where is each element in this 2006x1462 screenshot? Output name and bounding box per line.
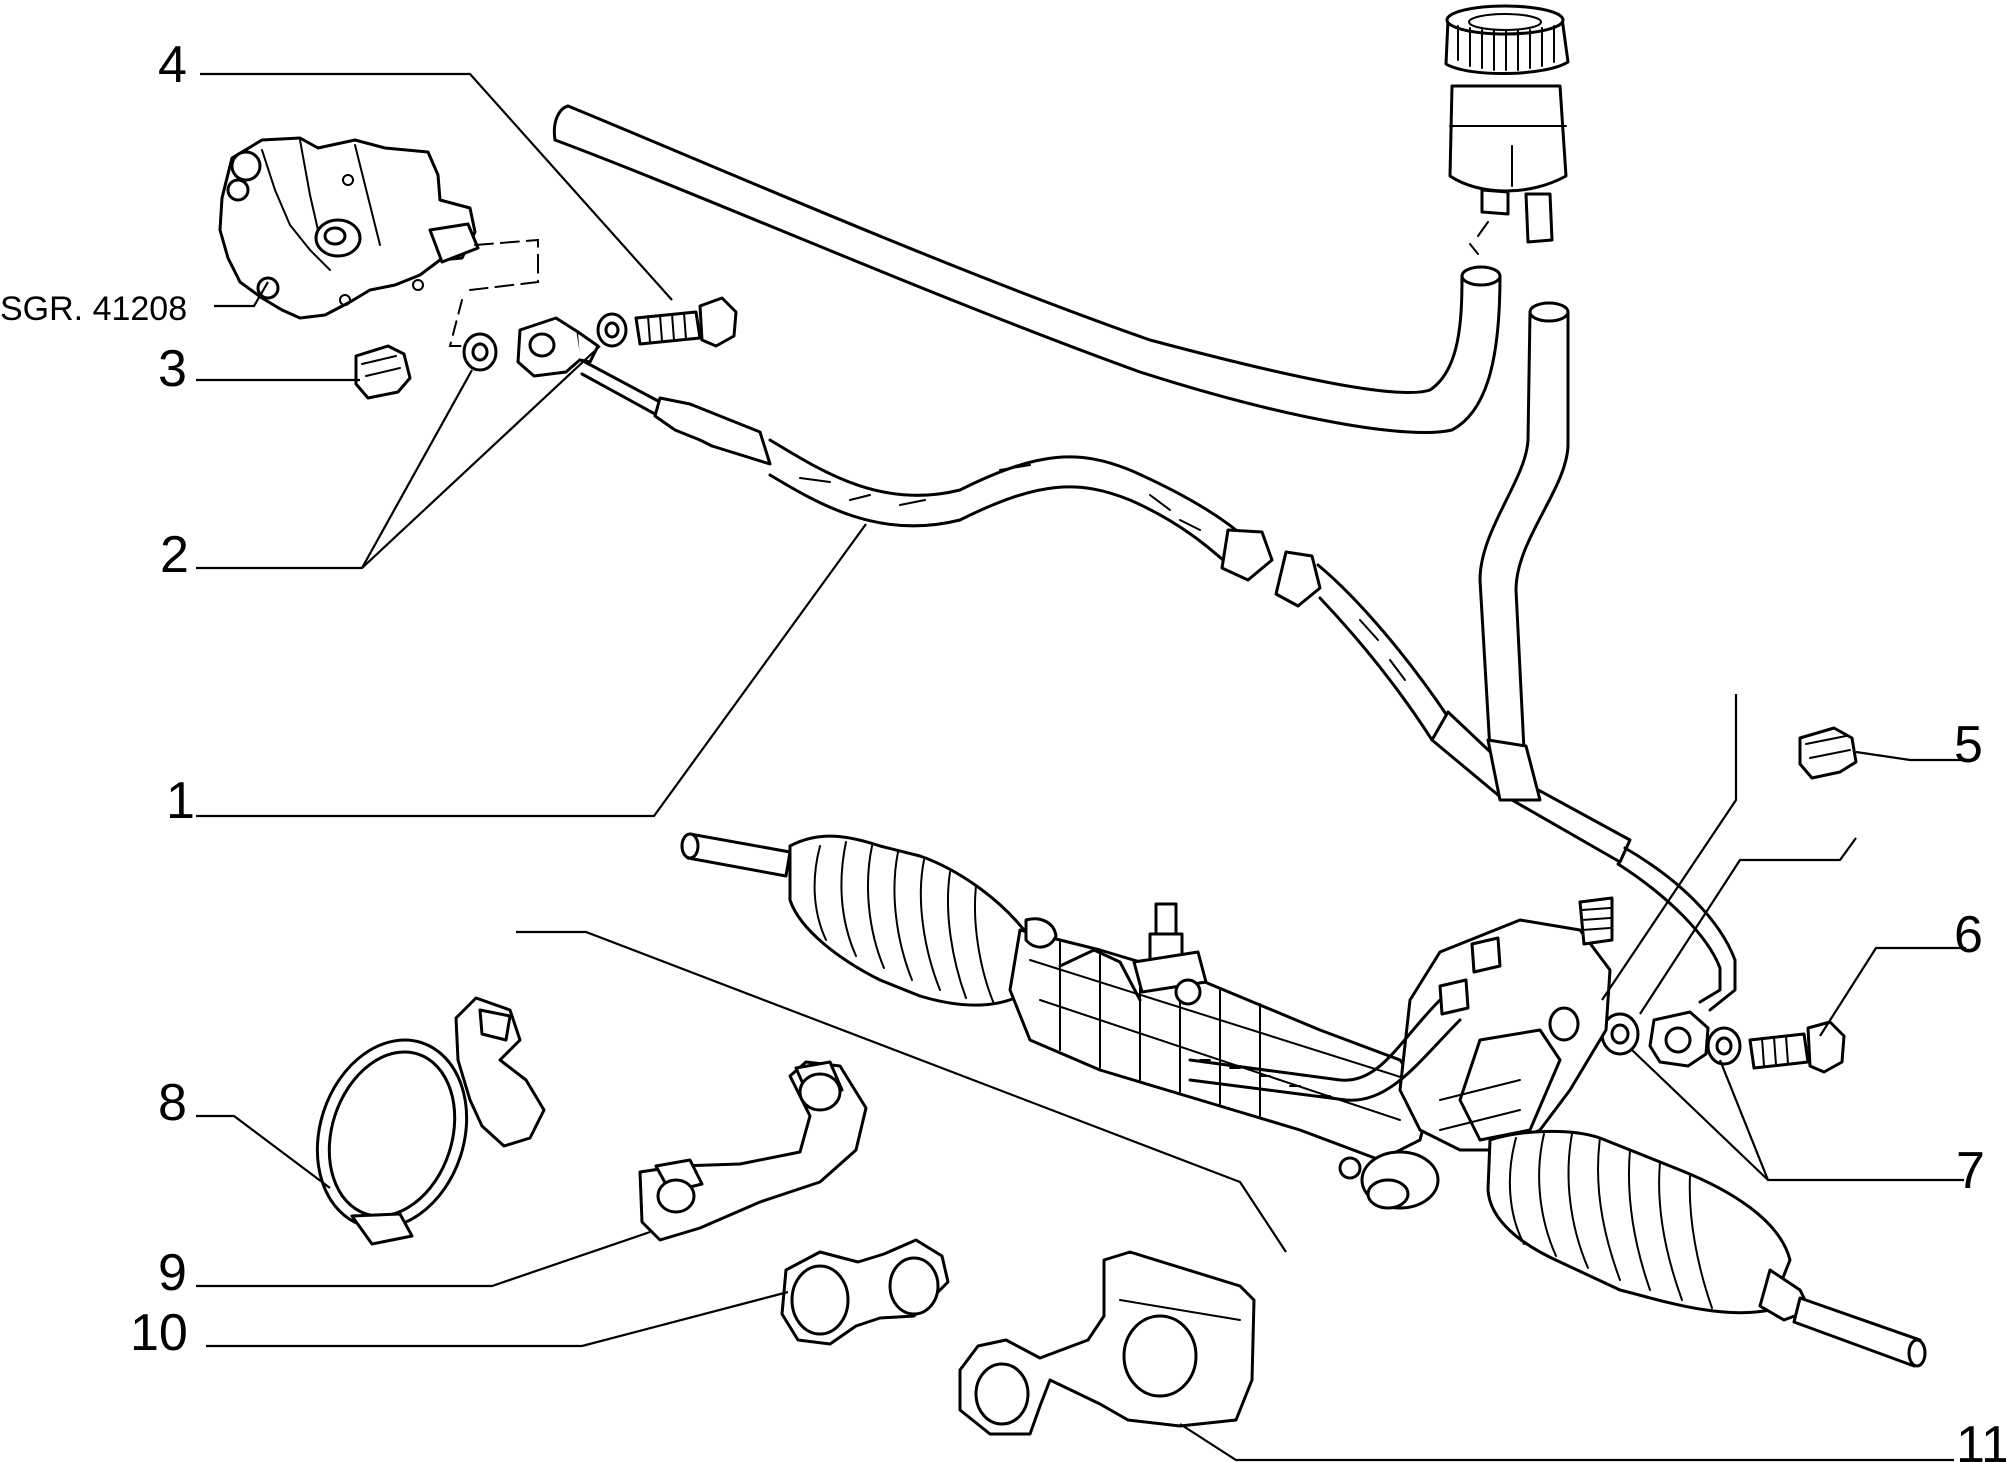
callout-3: 3 [158, 340, 187, 398]
double-clamp-10 [780, 1238, 950, 1346]
power-steering-pump [218, 136, 539, 347]
fluid-reservoir [1444, 4, 1570, 255]
callout-7: 7 [1956, 1142, 1985, 1200]
hose-clip-3 [354, 344, 412, 400]
callout-10: 10 [130, 1304, 188, 1362]
hose-clip-5 [1798, 726, 1858, 780]
pump-fittings [462, 296, 738, 378]
leader-lines [196, 72, 1966, 1462]
suction-hose [1478, 301, 1570, 802]
return-hose [552, 104, 1502, 435]
rack-fittings [1600, 1010, 1846, 1074]
callout-2: 2 [160, 526, 189, 584]
callout-1: 1 [166, 772, 195, 830]
callout-9: 9 [158, 1244, 187, 1302]
callout-4: 4 [158, 36, 187, 94]
hose-bracket-9 [638, 1060, 868, 1242]
callout-11: 11 [1956, 1416, 2006, 1462]
callout-6: 6 [1954, 906, 1983, 964]
pressure-hose [580, 360, 1737, 1012]
callout-8: 8 [158, 1074, 187, 1132]
callout-5: 5 [1954, 716, 1983, 774]
mounting-bracket-11 [958, 1250, 1256, 1436]
ring-clamp-bracket-8 [315, 996, 546, 1246]
reference-label: SGR. 41208 [0, 290, 187, 328]
steering-rack [680, 832, 1927, 1368]
callout-labels: 4 SGR. 41208 3 2 1 5 6 7 8 9 10 11 [0, 36, 2006, 1462]
